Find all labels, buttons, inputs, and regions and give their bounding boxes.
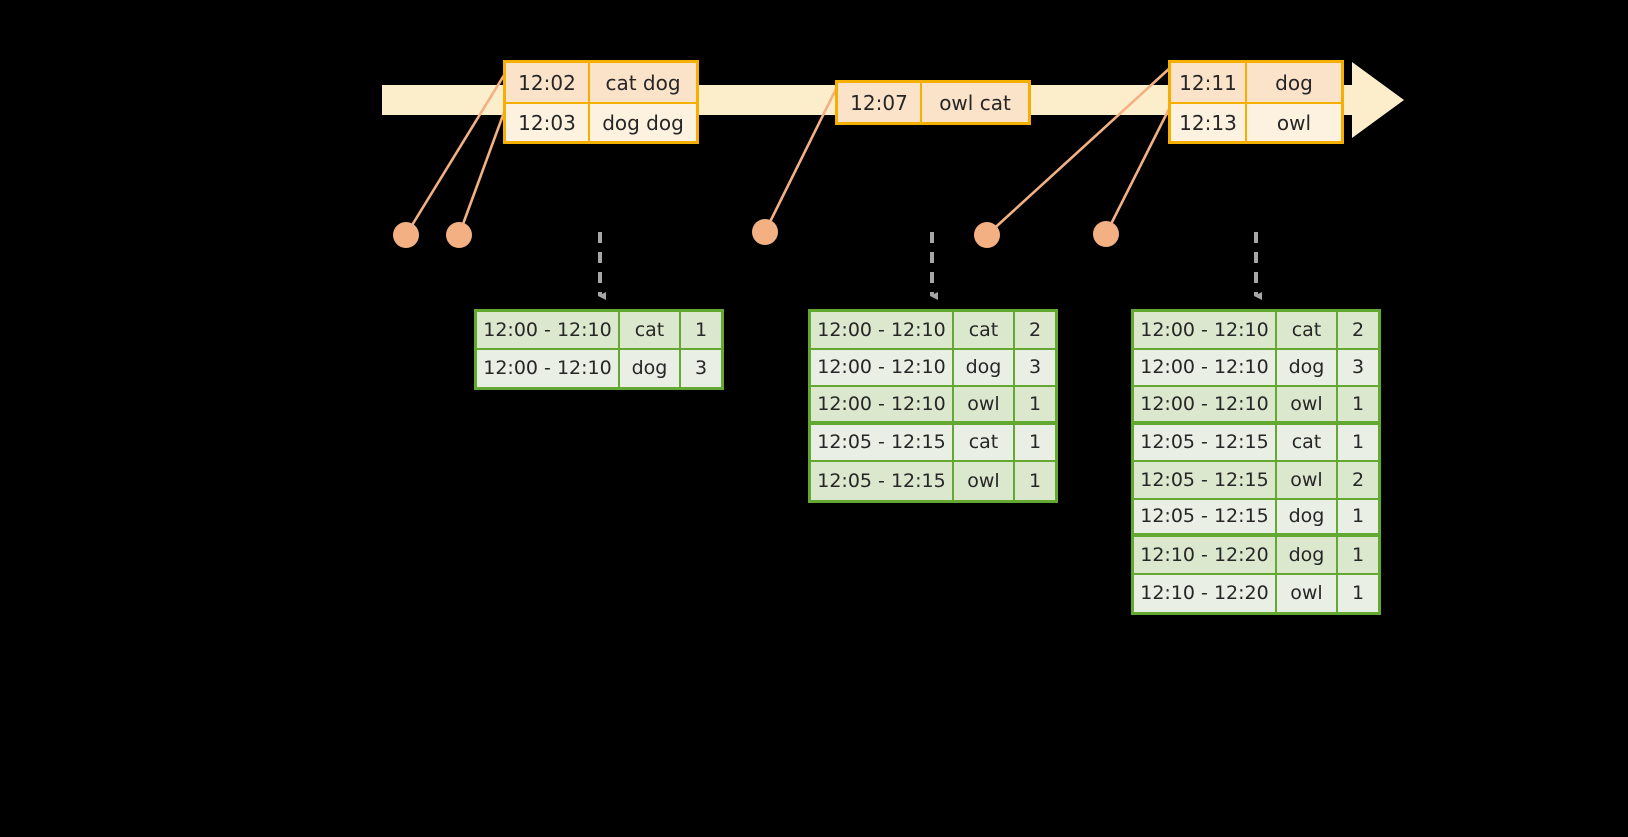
event-dot-2 <box>446 222 472 248</box>
cell-window: 12:00 - 12:10 <box>477 349 620 387</box>
cell-window: 12:00 - 12:10 <box>811 312 954 350</box>
cell-window: 12:00 - 12:10 <box>477 312 620 350</box>
cell-window: 12:10 - 12:20 <box>1134 537 1277 575</box>
connector-dots <box>393 219 1119 248</box>
event-words: dog dog <box>602 110 684 135</box>
event-row[interactable]: 12:03 dog dog <box>506 102 696 141</box>
cell-window: 12:05 - 12:15 <box>1134 462 1277 500</box>
event-row[interactable]: 12:02 cat dog <box>506 63 696 102</box>
cell-window: 12:05 - 12:15 <box>1134 499 1277 537</box>
cell-window: 12:00 - 12:10 <box>811 349 954 387</box>
cell-count: 1 <box>1338 425 1378 462</box>
cell-count: 3 <box>1015 350 1055 387</box>
event-words: cat dog <box>605 70 681 95</box>
cell-word: cat <box>1276 424 1338 462</box>
event-time: 12:03 <box>506 104 590 141</box>
cell-count: 2 <box>1338 462 1378 500</box>
cell-count: 1 <box>1338 387 1378 425</box>
cell-word: dog <box>1276 499 1338 537</box>
cell-window: 12:00 - 12:10 <box>1134 387 1277 425</box>
cell-window: 12:00 - 12:10 <box>1134 349 1277 387</box>
cell-window: 12:00 - 12:10 <box>811 387 954 425</box>
event-time: 12:07 <box>838 83 922 122</box>
cell-word: dog <box>620 349 681 387</box>
emit-arrows <box>598 232 1262 300</box>
event-time: 12:02 <box>506 63 590 102</box>
cell-word: cat <box>1276 312 1338 350</box>
cell-window: 12:05 - 12:15 <box>811 424 954 462</box>
cell-count: 2 <box>1338 312 1378 350</box>
event-words: owl cat <box>939 90 1011 115</box>
event-words: dog <box>1275 70 1313 95</box>
event-dot-1 <box>393 222 419 248</box>
cell-word: cat <box>953 424 1015 462</box>
cell-count: 3 <box>694 357 708 380</box>
cell-word: dog <box>1276 537 1338 575</box>
event-row[interactable]: 12:11 dog <box>1171 63 1341 102</box>
connector-line-2 <box>457 106 508 236</box>
cell-word: owl <box>1277 574 1338 612</box>
cell-word: dog <box>953 349 1015 387</box>
event-row[interactable]: 12:07 owl cat <box>838 83 1028 122</box>
connector-line-3 <box>763 84 840 233</box>
cell-count: 1 <box>1015 387 1055 425</box>
cell-word: cat <box>619 312 681 350</box>
event-group-1: 12:02 cat dog 12:03 dog dog <box>503 60 699 144</box>
cell-word: dog <box>1276 349 1338 387</box>
event-group-3: 12:11 dog 12:13 owl <box>1168 60 1344 144</box>
event-dot-3 <box>752 219 778 245</box>
cell-window: 12:05 - 12:15 <box>811 462 954 500</box>
cell-count: 3 <box>1338 350 1378 387</box>
event-dot-5 <box>1093 221 1119 247</box>
cell-window: 12:10 - 12:20 <box>1134 574 1277 612</box>
cell-count: 2 <box>1015 312 1055 350</box>
event-row[interactable]: 12:13 owl <box>1171 102 1341 141</box>
connector-line-5 <box>1104 104 1173 235</box>
cell-count: 1 <box>1015 425 1055 462</box>
cell-window: 12:05 - 12:15 <box>1134 424 1277 462</box>
event-group-2: 12:07 owl cat <box>835 80 1031 125</box>
event-words: owl <box>1276 110 1312 135</box>
cell-count: 1 <box>1338 537 1378 575</box>
event-time: 12:11 <box>1171 63 1247 102</box>
cell-count: 1 <box>1351 582 1365 605</box>
event-time: 12:13 <box>1171 104 1247 141</box>
event-dot-4 <box>974 222 1000 248</box>
cell-word: owl <box>953 387 1015 425</box>
cell-word: owl <box>1276 387 1338 425</box>
cell-count: 1 <box>1028 469 1042 492</box>
cell-word: cat <box>953 312 1015 350</box>
cell-count: 1 <box>681 312 721 350</box>
cell-count: 1 <box>1338 500 1378 537</box>
cell-word: owl <box>954 462 1015 500</box>
cell-word: owl <box>1276 462 1338 500</box>
connector-line-1 <box>404 71 508 236</box>
cell-window: 12:00 - 12:10 <box>1134 312 1277 350</box>
